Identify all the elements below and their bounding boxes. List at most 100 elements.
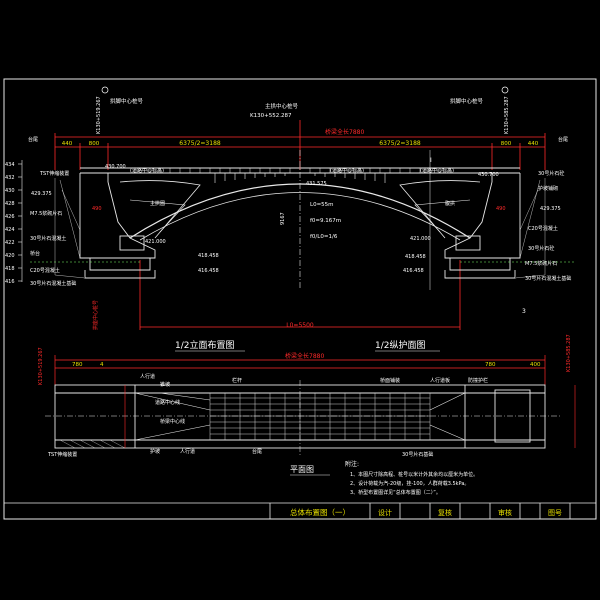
elevation-title-left: 1/2立面布置图 [175,339,235,351]
plan-label-top-2: 锥坡 [160,381,170,388]
elev-foot-right: 416.458 [403,268,424,274]
plan-dim-right-b: 400 [530,362,541,368]
f0-param: f0=9.167m [310,218,341,224]
elev-deck-right: 429.375 [540,206,561,212]
left-note-1: TST伸缩装置 [39,170,69,177]
left-stake-marker [101,86,109,94]
dim-800-right: 800 [501,141,512,147]
left-stake-label: 拱脚中心桩号 [110,97,144,105]
rib-label: 主拱圈 [150,200,165,207]
scale-422: 422 [5,240,15,246]
elev-mid: 431.575 [306,181,327,187]
spandrel-label: 腹拱 [445,200,455,207]
plan-label-mid-2: 桥梁中心线 [160,418,185,425]
plan-label-top-6: 防撞护栏 [468,377,488,384]
scale-432: 432 [5,175,15,181]
dim-440-right: 440 [528,141,539,147]
elevation-title-right: 1/2纵护面图 [375,339,426,351]
plan-title: 平面图 [290,465,314,474]
plan-hatch-left [59,439,126,449]
left-stake: K130+519.267 [96,96,102,134]
note-1: 1、本图尺寸除高程、桩号以米计外其余均以厘米为单位。 [350,471,478,478]
spandrel-arch-right [399,180,481,239]
right-note-2: 护坡铺砌 [538,185,558,192]
elev-deck-left: 429.375 [31,191,52,197]
left-side-note: 拱座中心桩号 [92,300,99,330]
left-abutment [79,173,156,279]
right-abutment [444,173,521,279]
deck-label-left: (道路中心标高) [130,167,164,174]
scale-416: 416 [5,279,15,285]
right-note-5: M7.5浆砌片石 [525,260,557,267]
plan-label-bot-2: 人行道 [180,448,195,455]
side-slope-right [514,178,546,279]
center-stake: K130+552.287 [250,113,292,119]
elev-foot-left: 416.458 [198,268,219,274]
right-note-4: 30号片石砼 [528,245,554,252]
spandrel-columns [214,173,386,183]
elev-base-left: 418.458 [198,253,219,259]
elev-base-right: 418.458 [405,254,426,260]
total-length: 桥梁全长7880 [325,128,364,136]
plan-label-bot-3: 台尾 [252,448,262,455]
plan-dim-right-a: 780 [485,362,496,368]
span-left: 6375/2=3188 [179,140,221,147]
ratio-param: f0/L0=1/6 [310,234,338,240]
center-stake-label: 主拱中心桩号 [265,102,299,110]
plan-label-mid-1: 道路中心线 [155,399,180,406]
span-right: 6375/2=3188 [379,140,421,147]
right-note-3: C20号混凝土 [528,225,558,232]
note-3: 3、桥型布置图详见“总体布置图（二）”。 [350,489,441,496]
side-dim-left: 490 [92,206,102,212]
plan-label-bot-4: TST伸缩装置 [47,451,77,458]
audit-label: 审核 [498,508,512,517]
note-2: 2、设计荷载为汽-20级，挂-100，人群荷载3.5kPa。 [350,480,469,487]
plan-dim-left-a: 780 [72,362,83,368]
spandrel-arch-left [119,180,201,239]
scale-430: 430 [5,188,15,194]
span-dim: L0=5500 [286,322,314,329]
scale-426: 426 [5,214,15,220]
plan-left-stake: K130+519.267 [38,347,44,385]
plan-transition-right [429,392,466,441]
design-label: 设计 [378,508,392,517]
drawing-title: 总体布置图（一） [290,507,350,517]
plan-label-bot-5: 30号片石基础 [402,451,433,458]
side-slope-left [54,178,86,279]
elev-springing-left: 421.000 [145,239,166,245]
plan-dim-left-b: 4 [100,362,104,368]
rise-dim: 9167 [280,212,286,225]
scale-418: 418 [5,266,15,272]
right-tag: 台尾 [558,136,568,143]
left-note-3: 30号片石混凝土 [30,235,66,242]
plan-label-bot-1: 护坡 [150,448,160,455]
plan-dimensions [54,355,546,385]
scale-420: 420 [5,253,15,259]
deck-label-mid: (道路中心标高) [330,167,364,174]
scale-424: 424 [5,227,15,233]
dim-440-left: 440 [62,141,73,147]
notes-heading: 附注: [345,460,359,468]
elevation-scale [18,160,23,282]
right-notes: 30号片石砼 护坡铺砌 C20号混凝土 30号片石砼 M7.5浆砌片石 30号片… [525,170,571,282]
plan-transition-left [134,392,211,441]
left-note-6: 30号片石混凝土基础 [30,280,76,287]
plan-right-stake: K130+585.287 [566,334,572,372]
spandrel-brace-right [414,199,471,233]
elev-springing-right: 421.000 [410,236,431,242]
elevation-dimensions [54,120,546,330]
section-mark-2: 3 [522,308,526,315]
l0-param: L0=55m [310,202,334,208]
right-note-1: 30号片石砼 [538,170,564,177]
deck-railing [149,168,451,173]
spandrel-brace-left [129,199,186,233]
review-label: 复核 [438,508,452,517]
right-stake: K130+585.287 [504,96,510,134]
left-tag: 台尾 [28,136,38,143]
left-note-2: M7.5浆砌片石 [30,210,62,217]
plan-deck-grid [209,393,431,440]
deck-label-right: (道路中心标高) [420,167,454,174]
sheet-no-label: 图号 [548,509,562,517]
sheet-frame [3,78,597,520]
